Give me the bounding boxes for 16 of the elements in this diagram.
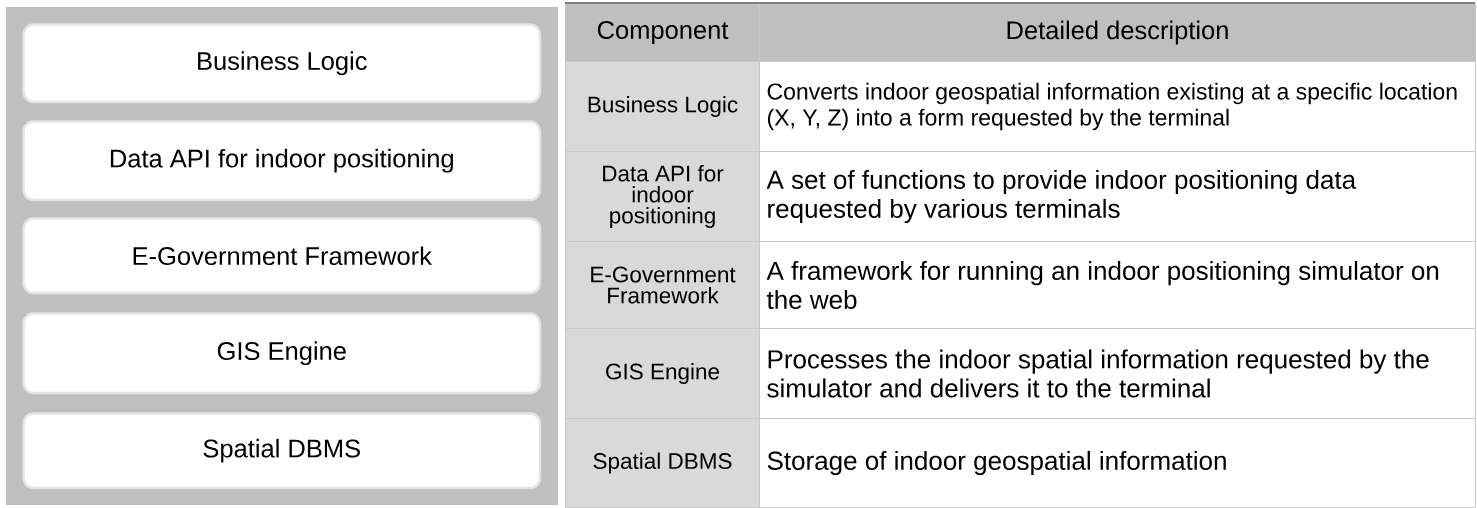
layer-box: Business Logic <box>22 23 542 104</box>
row-header-cell: Spatial DBMS <box>565 418 760 508</box>
layer-box: E-Government Framework <box>22 217 542 295</box>
row-header-cell: Business Logic <box>565 61 760 152</box>
row-header-cell: Data API for indoor positioning <box>565 151 760 242</box>
table-cell: A framework for running an indoor positioning simulator on the web <box>759 241 1476 329</box>
layer-box: Data API for indoor positioning <box>22 120 542 202</box>
layer-box: Spatial DBMS <box>22 412 542 490</box>
row-header-cell: E-Government Framework <box>565 241 760 329</box>
table-cell: Processes the indoor spatial information requested by the simulator and delivers it to the terminal <box>759 328 1476 419</box>
table-cell: Converts indoor geospatial information existing at a specific location (X, Y, Z) into a form requested by the terminal <box>759 61 1476 152</box>
layer-box: GIS Engine <box>22 312 542 395</box>
row-header-cell: GIS Engine <box>565 328 760 419</box>
table-cell: A set of functions to provide indoor positioning data requested by various terminals <box>759 151 1476 242</box>
table-cell: Storage of indoor geospatial information <box>759 418 1476 508</box>
header-cell: Component <box>565 3 760 62</box>
